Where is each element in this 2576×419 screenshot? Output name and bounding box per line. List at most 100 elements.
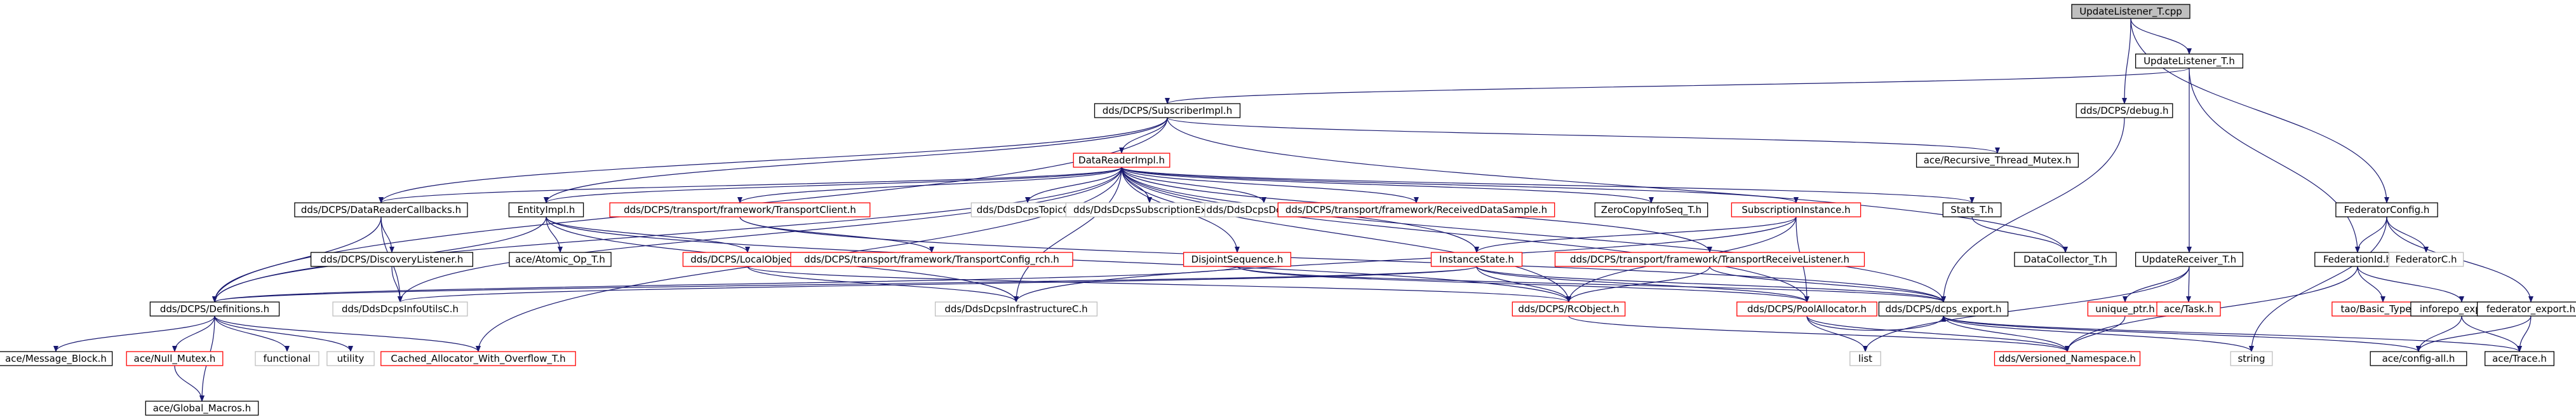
node-box: [2230, 351, 2273, 366]
node-label: unique_ptr.h: [2095, 303, 2154, 315]
node-label: dds/DCPS/DiscoveryListener.h: [321, 254, 464, 265]
node-subextc: dds/DdsDcpsSubscriptionExtC.h: [1065, 202, 1234, 217]
node-topicc: dds/DdsDcpsTopicC.h: [970, 202, 1085, 217]
node-box: [380, 351, 576, 366]
node-ur[interactable]: UpdateReceiver_T.h: [2135, 252, 2244, 267]
node-disjoint[interactable]: DisjointSequence.h: [1183, 252, 1292, 267]
node-box: [294, 202, 468, 217]
node-box: [2076, 103, 2173, 118]
node-label: dds/DCPS/transport/framework/TransportCl…: [624, 204, 856, 216]
node-tc[interactable]: dds/DCPS/transport/framework/TransportCl…: [609, 202, 871, 217]
node-debug[interactable]: dds/DCPS/debug.h: [2076, 103, 2173, 118]
node-dcpsexp[interactable]: dds/DCPS/dcps_export.h: [1878, 301, 2009, 317]
node-cfgall[interactable]: ace/config-all.h: [2370, 351, 2467, 366]
node-msgblk[interactable]: ace/Message_Block.h: [0, 351, 113, 366]
node-box: [2335, 202, 2438, 217]
node-atomic[interactable]: ace/Atomic_Op_T.h: [509, 252, 612, 267]
node-label: dds/DCPS/SubscriberImpl.h: [1103, 105, 1232, 116]
node-recmutex[interactable]: ace/Recursive_Thread_Mutex.h: [1915, 153, 2079, 168]
node-dcoll[interactable]: DataCollector_T.h: [2014, 252, 2117, 267]
node-tao[interactable]: tao/Basic_Types.h: [2331, 301, 2434, 317]
node-label: InstanceState.h: [1439, 254, 1514, 265]
edge-root-to-fedcfg: [2130, 18, 2389, 203]
edge-tc-to-dcpsexp: [739, 216, 1946, 303]
edge-dri-to-dcpsexp: [1121, 167, 1946, 303]
node-box: [2476, 301, 2576, 317]
node-box: [2485, 351, 2554, 366]
edge-subimpl-to-recmutex: [1167, 117, 2000, 154]
node-box: [2135, 252, 2244, 267]
edge-dcpsexp-to-string: [1943, 315, 2254, 352]
node-defs[interactable]: dds/DCPS/Definitions.h: [149, 301, 280, 317]
node-label: dds/DCPS/LocalObject.h: [690, 254, 805, 265]
edge-pool-to-dcpsexp: [1806, 315, 1946, 331]
node-cached[interactable]: Cached_Allocator_With_Overflow_T.h: [380, 351, 576, 366]
node-trace[interactable]: ace/Trace.h: [2485, 351, 2554, 366]
node-box: [609, 202, 871, 217]
node-fedid[interactable]: FederationId.h: [2314, 252, 2401, 267]
node-box: [1430, 252, 1523, 267]
node-label: ace/Trace.h: [2492, 353, 2547, 364]
node-box: [1277, 202, 1555, 217]
node-box: [1094, 103, 1241, 118]
edge-nullmutex-to-globmac: [174, 365, 205, 402]
edge-fedexp-to-trace: [2517, 315, 2532, 352]
edge-trl-to-dcpsexp: [1709, 266, 1946, 303]
node-stats[interactable]: Stats_T.h: [1942, 202, 2002, 217]
node-label: ace/Global_Macros.h: [153, 402, 252, 415]
node-label: UpdateListener_T.cpp: [2079, 6, 2182, 18]
node-root[interactable]: UpdateListener_T.cpp: [2071, 4, 2190, 19]
node-box: [1594, 202, 1708, 217]
node-label: dds/DCPS/dcps_export.h: [1885, 303, 2001, 315]
edge-inststate-to-rcobj: [1476, 266, 1571, 303]
node-label: FederatorConfig.h: [2344, 204, 2430, 216]
node-ul[interactable]: UpdateListener_T.h: [2135, 53, 2244, 69]
node-vns[interactable]: dds/Versioned_Namespace.h: [1994, 351, 2141, 366]
node-rds[interactable]: dds/DCPS/transport/framework/ReceivedDat…: [1277, 202, 1555, 217]
node-box: [1512, 301, 1626, 317]
edge-dri-to-tc: [737, 167, 1122, 203]
edge-defs-to-functional: [214, 315, 290, 352]
node-subimpl[interactable]: dds/DCPS/SubscriberImpl.h: [1094, 103, 1241, 118]
edge-dcpsexp-to-vns: [1943, 315, 2070, 352]
node-dri[interactable]: DataReaderImpl.h: [1073, 153, 1171, 168]
node-drcb[interactable]: dds/DCPS/DataReaderCallbacks.h: [294, 202, 468, 217]
node-fedexp[interactable]: federator_export.h: [2476, 301, 2576, 317]
node-uptr[interactable]: unique_ptr.h: [2087, 301, 2163, 317]
edge-subimpl-to-dri: [1119, 117, 1168, 154]
node-label: tao/Basic_Types.h: [2340, 303, 2425, 315]
node-label: DisjointSequence.h: [1191, 254, 1284, 265]
node-nullmutex[interactable]: ace/Null_Mutex.h: [126, 351, 224, 366]
node-trl[interactable]: dds/DCPS/transport/framework/TransportRe…: [1554, 252, 1865, 267]
node-label: dds/DCPS/transport/framework/TransportRe…: [1570, 254, 1849, 265]
edge-fedcfg-to-string: [2249, 216, 2387, 352]
edge-fedcfg-to-fedid: [2355, 216, 2387, 253]
edge-dri-to-pool: [1121, 167, 1809, 303]
node-entity[interactable]: EntityImpl.h: [508, 202, 584, 217]
node-box: [149, 301, 280, 317]
edge-pool-to-vns: [1806, 315, 2070, 352]
node-tcrch[interactable]: dds/DCPS/transport/framework/TransportCo…: [790, 252, 1073, 267]
edge-localobj-to-rcobj: [747, 266, 1571, 303]
edge-dri-to-subinst: [1121, 167, 1799, 203]
edge-ur-to-uptr: [2123, 266, 2190, 303]
node-infra: dds/DdsDcpsInfrastructureC.h: [934, 301, 1098, 317]
node-fedcfg[interactable]: FederatorConfig.h: [2335, 202, 2438, 217]
edge-fedid-to-infexp: [2357, 266, 2464, 303]
edge-rcobj-to-vns: [1568, 315, 2070, 352]
edge-entity-to-localobj: [546, 216, 750, 253]
node-rcobj[interactable]: dds/DCPS/RcObject.h: [1512, 301, 1626, 317]
node-inststate[interactable]: InstanceState.h: [1430, 252, 1523, 267]
edge-trl-to-rcobj: [1566, 266, 1710, 303]
node-box: [332, 301, 468, 317]
node-task[interactable]: ace/Task.h: [2156, 301, 2221, 317]
edge-defs-to-utility: [214, 315, 353, 352]
node-box: [1554, 252, 1865, 267]
node-subinst[interactable]: SubscriptionInstance.h: [1731, 202, 1862, 217]
node-box: [1183, 252, 1292, 267]
node-disclist[interactable]: dds/DCPS/DiscoveryListener.h: [310, 252, 474, 267]
node-box: [126, 351, 224, 366]
node-globmac[interactable]: ace/Global_Macros.h: [145, 401, 259, 416]
node-zci[interactable]: ZeroCopyInfoSeq_T.h: [1594, 202, 1708, 217]
node-pool[interactable]: dds/DCPS/PoolAllocator.h: [1736, 301, 1877, 317]
